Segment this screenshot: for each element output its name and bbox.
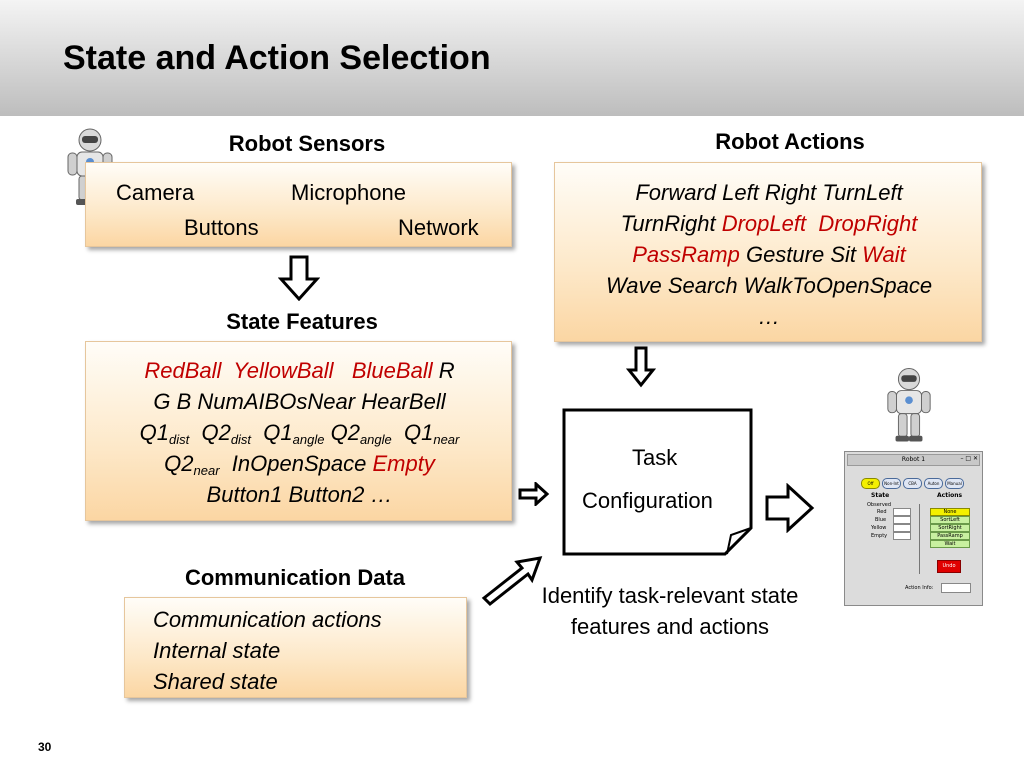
action-red: Wait (862, 242, 906, 267)
state-feature-red: BlueBall (351, 358, 433, 383)
gui-action-button: SortRight (930, 524, 970, 532)
state-feature: G B NumAIBOsNear HearBell (153, 389, 446, 414)
state-feature: R (438, 358, 455, 383)
state-feature: Q2 (164, 451, 194, 476)
gui-action-button: Wait (930, 540, 970, 548)
robot-gui-screenshot: Robot 1 – □ ✕ Off Non-Int CBA Auton Manu… (844, 451, 983, 606)
slide-title: State and Action Selection (63, 39, 491, 77)
gui-state-label: State (871, 492, 890, 499)
state-feature-red: Empty (372, 451, 435, 476)
communication-data-heading: Communication Data (184, 565, 406, 590)
gui-action-info-field (941, 583, 971, 593)
sensor-item: Microphone (291, 180, 406, 205)
state-feature: Q1 (403, 420, 434, 445)
gui-mode-button: Manual (945, 478, 964, 489)
gui-state-row: Red (877, 509, 887, 515)
task-config-line1: Task (632, 445, 678, 470)
sensor-item: Network (398, 215, 479, 240)
state-feature: InOpenSpace (231, 451, 367, 476)
gui-mode-button: Off (861, 478, 880, 489)
gui-action-button: None (930, 508, 970, 516)
gui-observed-label: Observed (867, 502, 892, 508)
state-features-heading: State Features (226, 309, 378, 334)
task-config-caption: Identify task-relevant state features an… (541, 583, 799, 639)
gui-undo-button: Undo (937, 560, 961, 573)
action-line: … (758, 304, 780, 329)
communication-item: Communication actions (153, 607, 382, 632)
sensor-item: Camera (116, 180, 195, 205)
gui-state-field (893, 524, 911, 532)
diagonal-arrow-icon (481, 556, 543, 607)
robot-actions-list: Forward Left Right TurnLeft TurnRight Dr… (555, 177, 983, 332)
gui-state-row: Empty (871, 533, 888, 539)
gui-action-button: SortLeft (930, 516, 970, 524)
gui-divider (919, 504, 920, 574)
action-red: DropLeft (721, 211, 807, 236)
communication-list: Communication actions Internal state Sha… (153, 604, 382, 697)
action-line: Wave Search WalkToOpenSpace (605, 273, 933, 298)
down-arrow-icon (626, 346, 656, 388)
gui-state-field (893, 516, 911, 524)
task-config-line2: Configuration (582, 488, 713, 513)
state-feature: Q1 (139, 420, 169, 445)
right-arrow-icon (765, 483, 815, 533)
state-features-box: RedBall YellowBall BlueBall R G B NumAIB… (85, 341, 512, 521)
gui-actions-label: Actions (937, 492, 963, 499)
robot-sensors-heading: Robot Sensors (228, 131, 386, 156)
robot-actions-box: Forward Left Right TurnLeft TurnRight Dr… (554, 162, 982, 342)
state-feature: Q2 (330, 420, 360, 445)
gui-mode-button: CBA (903, 478, 922, 489)
robot-sensors-box: Camera Microphone Buttons Network (85, 162, 512, 247)
action-red: DropRight (818, 211, 918, 236)
gui-state-row: Yellow (871, 525, 887, 531)
robot-icon (887, 367, 931, 442)
communication-item: Shared state (153, 669, 278, 694)
gui-state-field (893, 532, 911, 540)
action-red: PassRamp (632, 242, 740, 267)
gui-mode-button: Non-Int (882, 478, 901, 489)
communication-data-box: Communication actions Internal state Sha… (124, 597, 467, 698)
state-feature-red: RedBall (144, 358, 222, 383)
right-arrow-icon (518, 482, 550, 506)
state-feature: Q2 (201, 420, 231, 445)
robot-actions-heading: Robot Actions (715, 129, 865, 154)
task-config-document-icon (562, 408, 753, 556)
gui-state-field (893, 508, 911, 516)
title-banner (0, 0, 1024, 116)
sensor-item: Buttons (184, 215, 259, 240)
state-feature: Button1 Button2 … (206, 482, 393, 507)
down-arrow-icon (278, 255, 320, 301)
state-feature: Q1 (263, 420, 293, 445)
state-feature-red: YellowBall (233, 358, 334, 383)
gui-state-row: Blue (875, 517, 887, 523)
action-line: Forward Left Right TurnLeft (635, 180, 903, 205)
page-number: 30 (38, 740, 52, 754)
gui-action-button: PassRamp (930, 532, 970, 540)
gui-title-bar: Robot 1 (847, 454, 980, 466)
gui-mode-button: Auton (924, 478, 943, 489)
communication-item: Internal state (153, 638, 281, 663)
gui-window-controls: – □ ✕ (960, 455, 978, 462)
action-line: Gesture Sit (739, 242, 863, 267)
action-line: TurnRight (620, 211, 722, 236)
gui-action-info-label: Action Info: (905, 585, 934, 591)
state-features-list: RedBall YellowBall BlueBall R G B NumAIB… (139, 358, 460, 507)
